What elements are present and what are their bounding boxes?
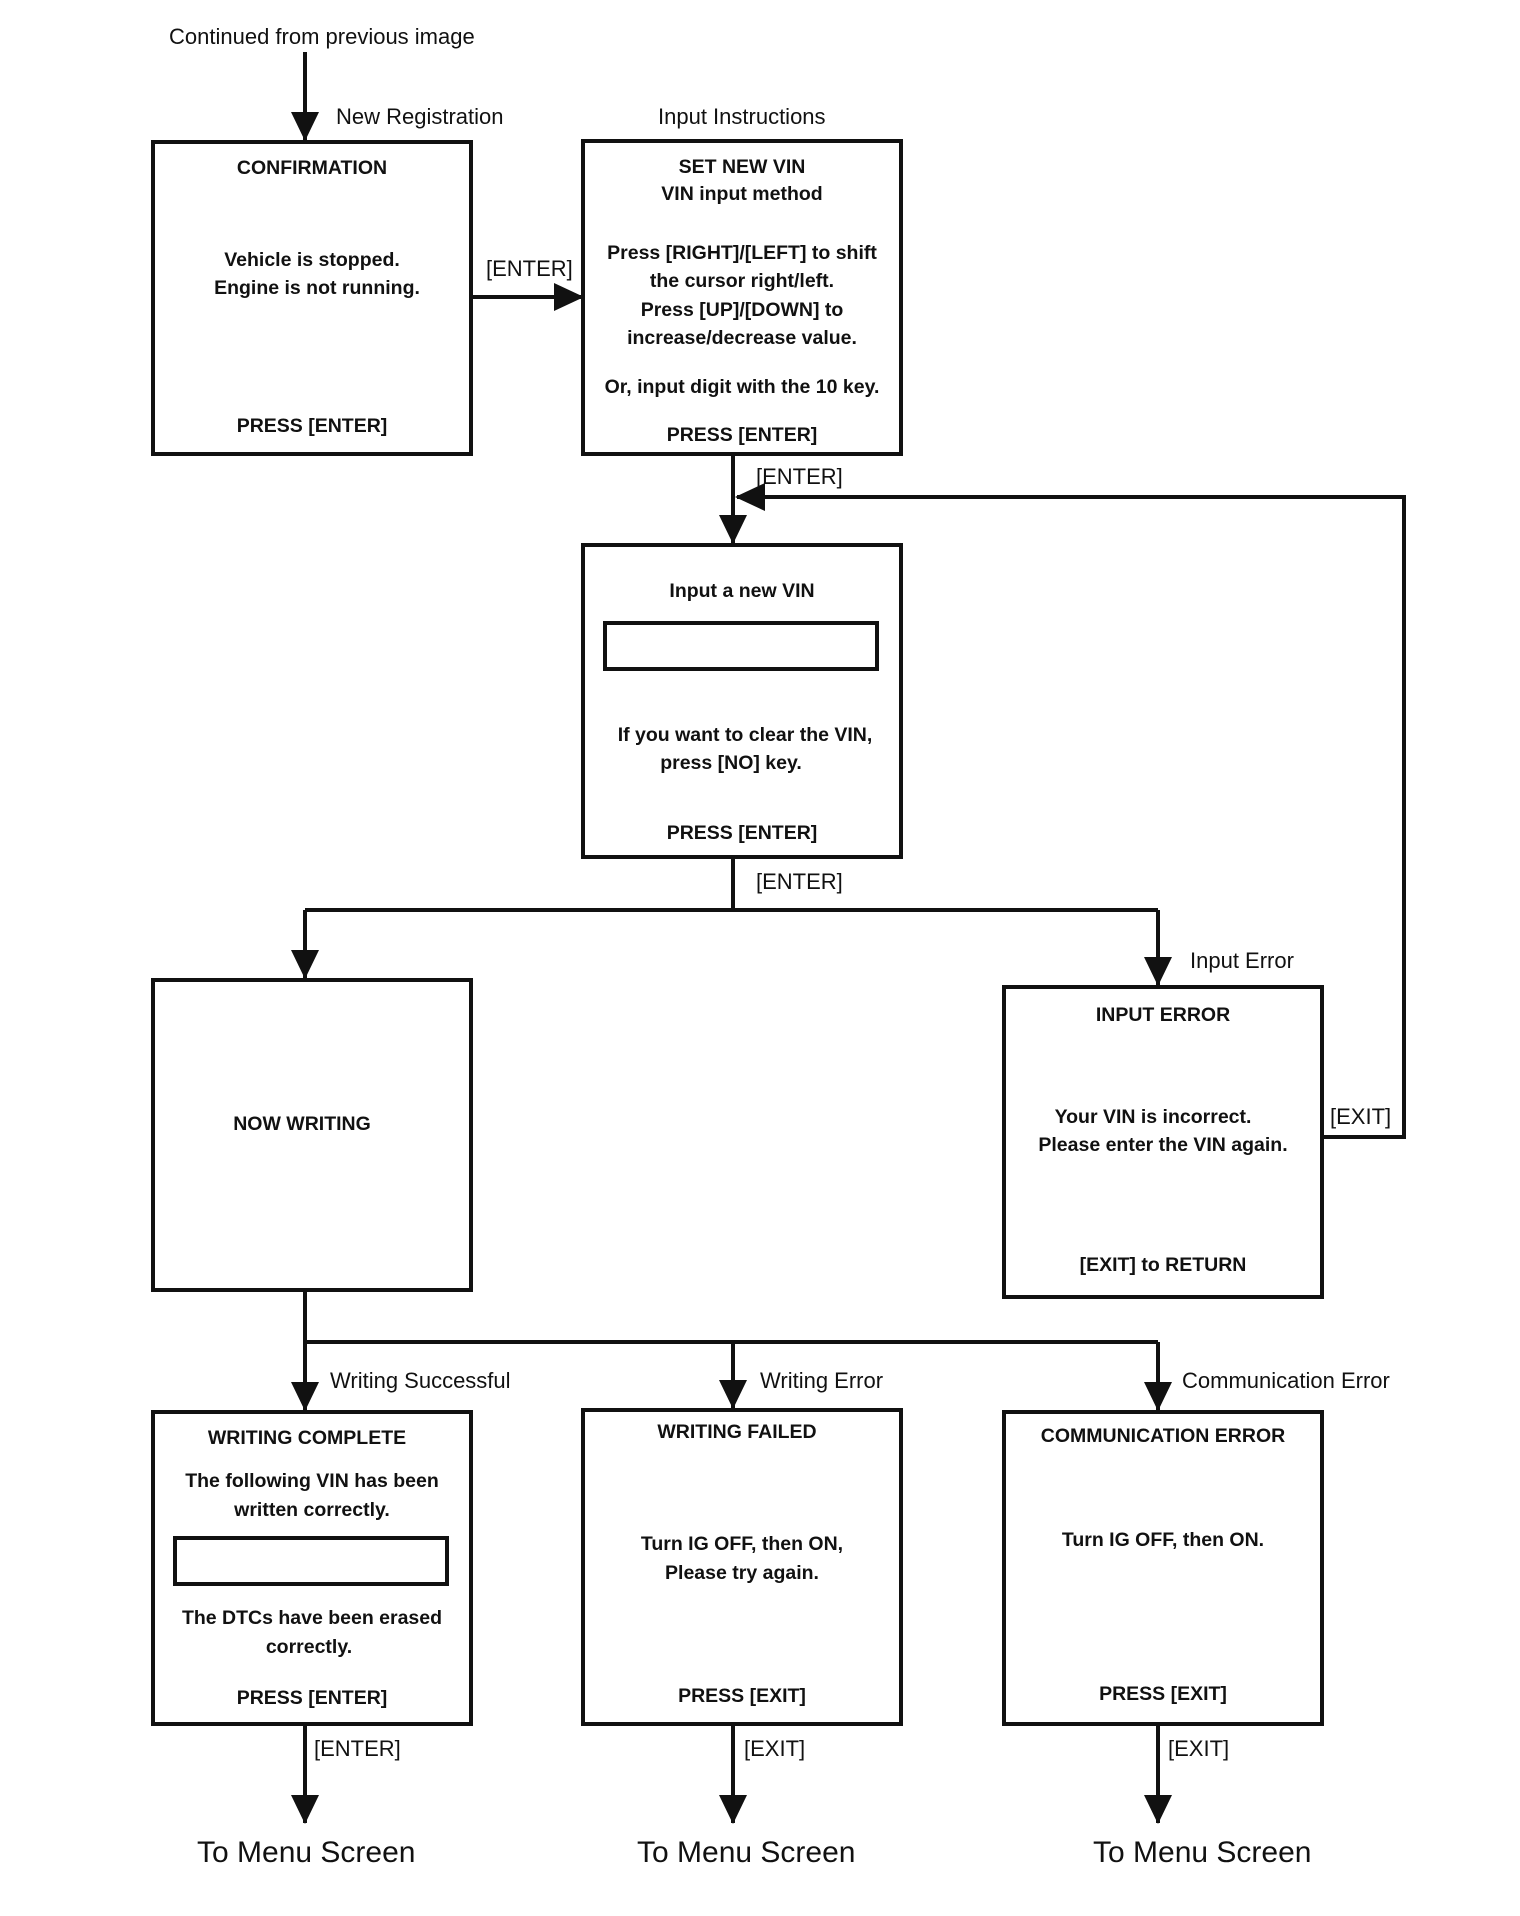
set-new-vin-title: SET NEW VIN	[678, 156, 806, 178]
communication-error-screen: COMMUNICATION ERROR Turn IG OFF, then ON…	[1002, 1410, 1324, 1726]
input-vin-screen: Input a new VIN If you want to clear the…	[581, 543, 903, 859]
set-new-vin-line-5: Or, input digit with the 10 key.	[604, 376, 880, 398]
destination-menu-1: To Menu Screen	[197, 1836, 416, 1869]
set-new-vin-line-4: increase/decrease value.	[627, 327, 857, 349]
arrow-exit-loop	[737, 495, 1406, 1139]
start-label: Continued from previous image	[169, 24, 475, 49]
input-error-line-1: Your VIN is incorrect.	[1054, 1106, 1252, 1128]
set-new-vin-line-2: the cursor right/left.	[649, 270, 835, 292]
input-vin-title: Input a new VIN	[669, 580, 815, 602]
confirmation-footer: PRESS [ENTER]	[236, 415, 388, 437]
edge-label-enter-1: [ENTER]	[486, 256, 573, 281]
set-new-vin-subtitle: VIN input method	[661, 183, 823, 205]
writing-complete-screen: WRITING COMPLETE The following VIN has b…	[151, 1410, 473, 1726]
set-new-vin-screen: SET NEW VIN VIN input method Press [RIGH…	[581, 139, 903, 456]
input-vin-line-1: If you want to clear the VIN,	[617, 724, 873, 746]
input-error-screen: INPUT ERROR Your VIN is incorrect. Pleas…	[1002, 985, 1324, 1299]
vin-input-field[interactable]	[603, 621, 879, 671]
destination-menu-2: To Menu Screen	[637, 1836, 856, 1869]
set-new-vin-line-1: Press [RIGHT]/[LEFT] to shift	[607, 242, 877, 264]
set-new-vin-line-3: Press [UP]/[DOWN] to	[640, 299, 844, 321]
confirmation-line-2: Engine is not running.	[214, 277, 420, 299]
label-new-registration: New Registration	[336, 104, 504, 129]
input-error-footer: [EXIT] to RETURN	[1079, 1254, 1247, 1276]
communication-error-footer: PRESS [EXIT]	[1099, 1683, 1227, 1705]
writing-failed-footer: PRESS [EXIT]	[678, 1685, 806, 1707]
writing-failed-line-1: Turn IG OFF, then ON,	[640, 1533, 844, 1555]
now-writing-title: NOW WRITING	[233, 1113, 371, 1135]
confirmation-line-1: Vehicle is stopped.	[224, 249, 400, 271]
writing-failed-screen: WRITING FAILED Turn IG OFF, then ON, Ple…	[581, 1408, 903, 1726]
writing-complete-line-1: The following VIN has been	[185, 1470, 439, 1492]
edge-label-enter-2: [ENTER]	[756, 464, 843, 489]
writing-complete-line-2: written correctly.	[234, 1499, 390, 1521]
edge-label-enter-4: [ENTER]	[314, 1736, 401, 1761]
writing-complete-line-3: The DTCs have been erased	[181, 1607, 443, 1629]
input-error-line-2: Please enter the VIN again.	[1038, 1134, 1288, 1156]
writing-failed-title: WRITING FAILED	[657, 1421, 817, 1443]
writing-failed-line-2: Please try again.	[665, 1562, 819, 1584]
edge-label-exit-2: [EXIT]	[1168, 1736, 1230, 1761]
label-input-error: Input Error	[1190, 948, 1294, 973]
communication-error-line-1: Turn IG OFF, then ON.	[1061, 1529, 1265, 1551]
edge-label-enter-3: [ENTER]	[756, 869, 843, 894]
input-vin-line-2: press [NO] key.	[660, 752, 802, 774]
confirmation-title: CONFIRMATION	[236, 157, 388, 179]
set-new-vin-footer: PRESS [ENTER]	[666, 424, 818, 446]
writing-complete-footer: PRESS [ENTER]	[236, 1687, 388, 1709]
label-input-instructions: Input Instructions	[658, 104, 826, 129]
input-vin-footer: PRESS [ENTER]	[666, 822, 818, 844]
now-writing-screen: NOW WRITING	[151, 978, 473, 1292]
label-writing-error: Writing Error	[760, 1368, 884, 1393]
label-communication-error: Communication Error	[1182, 1368, 1390, 1393]
label-writing-successful: Writing Successful	[330, 1368, 511, 1393]
edge-label-exit-1: [EXIT]	[744, 1736, 806, 1761]
communication-error-title: COMMUNICATION ERROR	[1040, 1425, 1286, 1447]
edge-label-exit-loop: [EXIT]	[1330, 1104, 1392, 1129]
writing-complete-line-4: correctly.	[265, 1636, 353, 1658]
input-error-title: INPUT ERROR	[1095, 1004, 1231, 1026]
confirmation-screen: CONFIRMATION Vehicle is stopped. Engine …	[151, 140, 473, 456]
written-vin-field	[173, 1536, 449, 1586]
writing-complete-title: WRITING COMPLETE	[207, 1427, 407, 1449]
destination-menu-3: To Menu Screen	[1093, 1836, 1312, 1869]
